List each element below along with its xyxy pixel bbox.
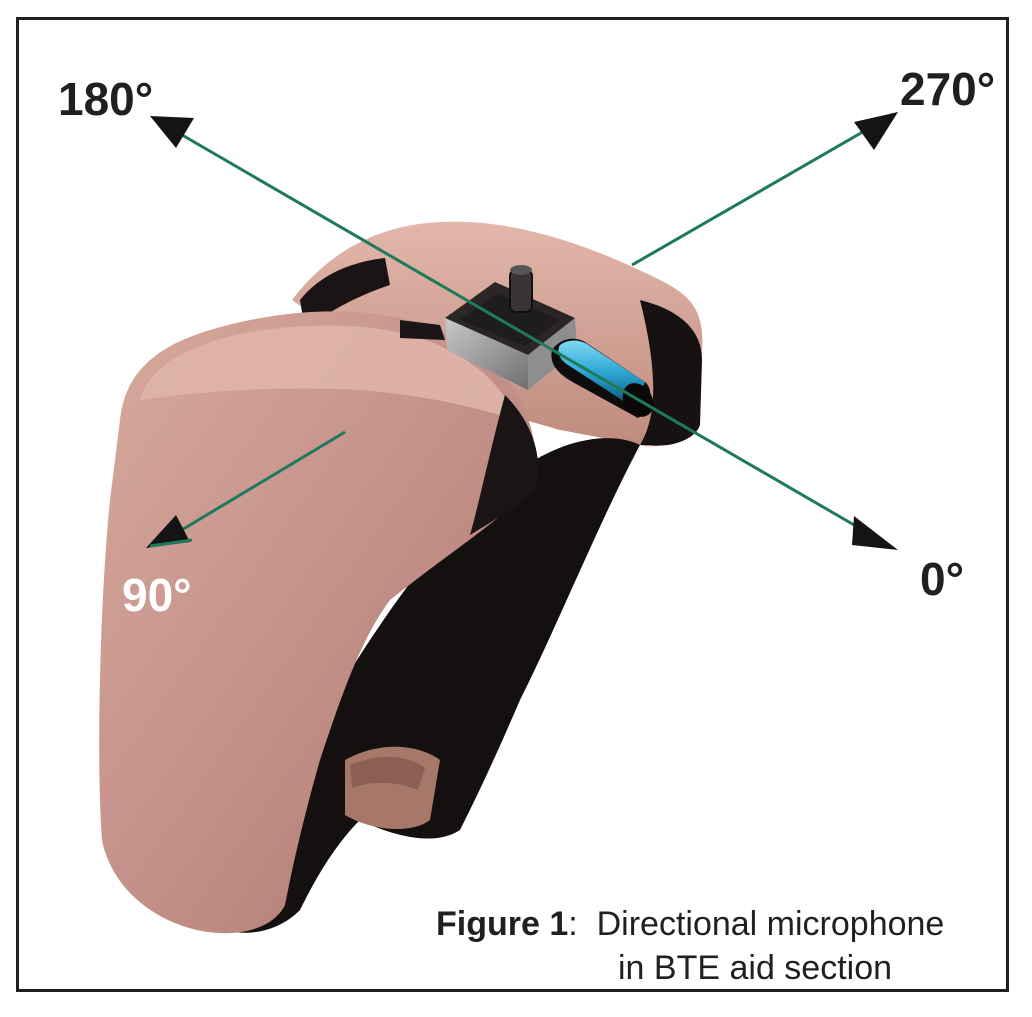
angle-label-180: 180° <box>58 73 154 125</box>
figure-caption: Figure 1: Directional microphone in BTE … <box>436 902 944 990</box>
arrowhead-180 <box>150 116 194 148</box>
caption-text-line-2: in BTE aid section <box>618 949 893 987</box>
figure-number: Figure 1 <box>436 905 569 943</box>
caption-separator: : <box>568 905 578 943</box>
axis-180-0 <box>169 126 881 542</box>
caption-line-1: Figure 1: Directional microphone <box>436 902 944 946</box>
bte-shell-main <box>99 311 640 934</box>
arrowhead-90 <box>146 515 190 548</box>
caption-line-2: in BTE aid section <box>436 946 944 990</box>
angle-label-90: 90° <box>122 569 192 621</box>
caption-text-line-1: Directional microphone <box>596 905 945 943</box>
angle-label-0: 0° <box>920 553 964 605</box>
direction-axes <box>146 112 898 550</box>
arrowhead-0 <box>852 516 898 550</box>
angle-label-270: 270° <box>900 63 996 115</box>
arrowhead-270 <box>854 112 898 150</box>
axis-90 <box>164 430 346 542</box>
axis-270 <box>631 120 881 267</box>
